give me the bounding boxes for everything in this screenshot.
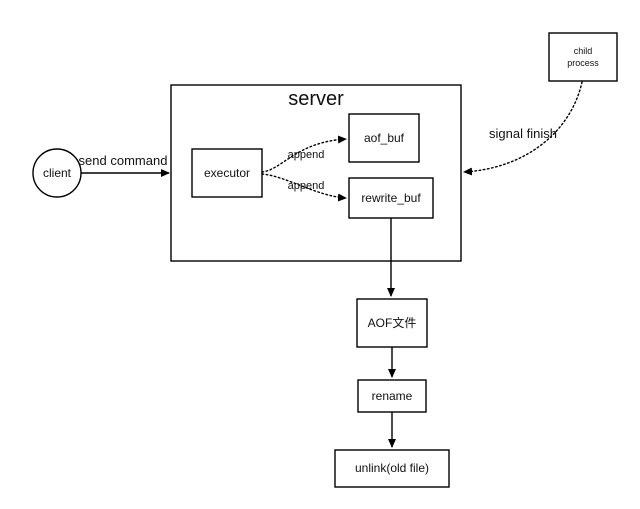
client-label: client	[43, 166, 72, 180]
child-process-node: child process	[548, 32, 618, 82]
client-node: client	[32, 148, 82, 198]
rename-node: rename	[357, 379, 427, 413]
edge-client-to-server: send command	[79, 153, 170, 177]
send-command-label: send command	[79, 153, 168, 168]
child-process-label-line2: process	[567, 58, 599, 68]
rewrite-buf-label: rewrite_buf	[361, 191, 421, 205]
executor-node: executor	[191, 148, 263, 198]
unlink-node: unlink(old file)	[334, 449, 450, 488]
aof-buf-label: aof_buf	[364, 131, 405, 145]
edge-child-to-server: signal finish	[463, 81, 583, 176]
rewrite-buf-node: rewrite_buf	[348, 177, 434, 219]
append-label-top: append	[288, 149, 325, 161]
executor-label: executor	[204, 166, 250, 180]
edge-executor-to-aof-buf: append	[261, 135, 347, 173]
aof-file-node: AOF文件	[356, 298, 428, 348]
aof-buf-node: aof_buf	[348, 113, 420, 163]
edge-executor-to-rewrite-buf: append	[261, 173, 347, 202]
signal-finish-label: signal finish	[489, 126, 557, 141]
rename-label: rename	[372, 389, 413, 403]
child-process-label-line1: child	[574, 46, 593, 56]
server-label: server	[288, 88, 344, 110]
append-label-bottom: append	[288, 180, 325, 192]
unlink-label: unlink(old file)	[355, 461, 429, 475]
aof-file-label: AOF文件	[368, 315, 417, 330]
